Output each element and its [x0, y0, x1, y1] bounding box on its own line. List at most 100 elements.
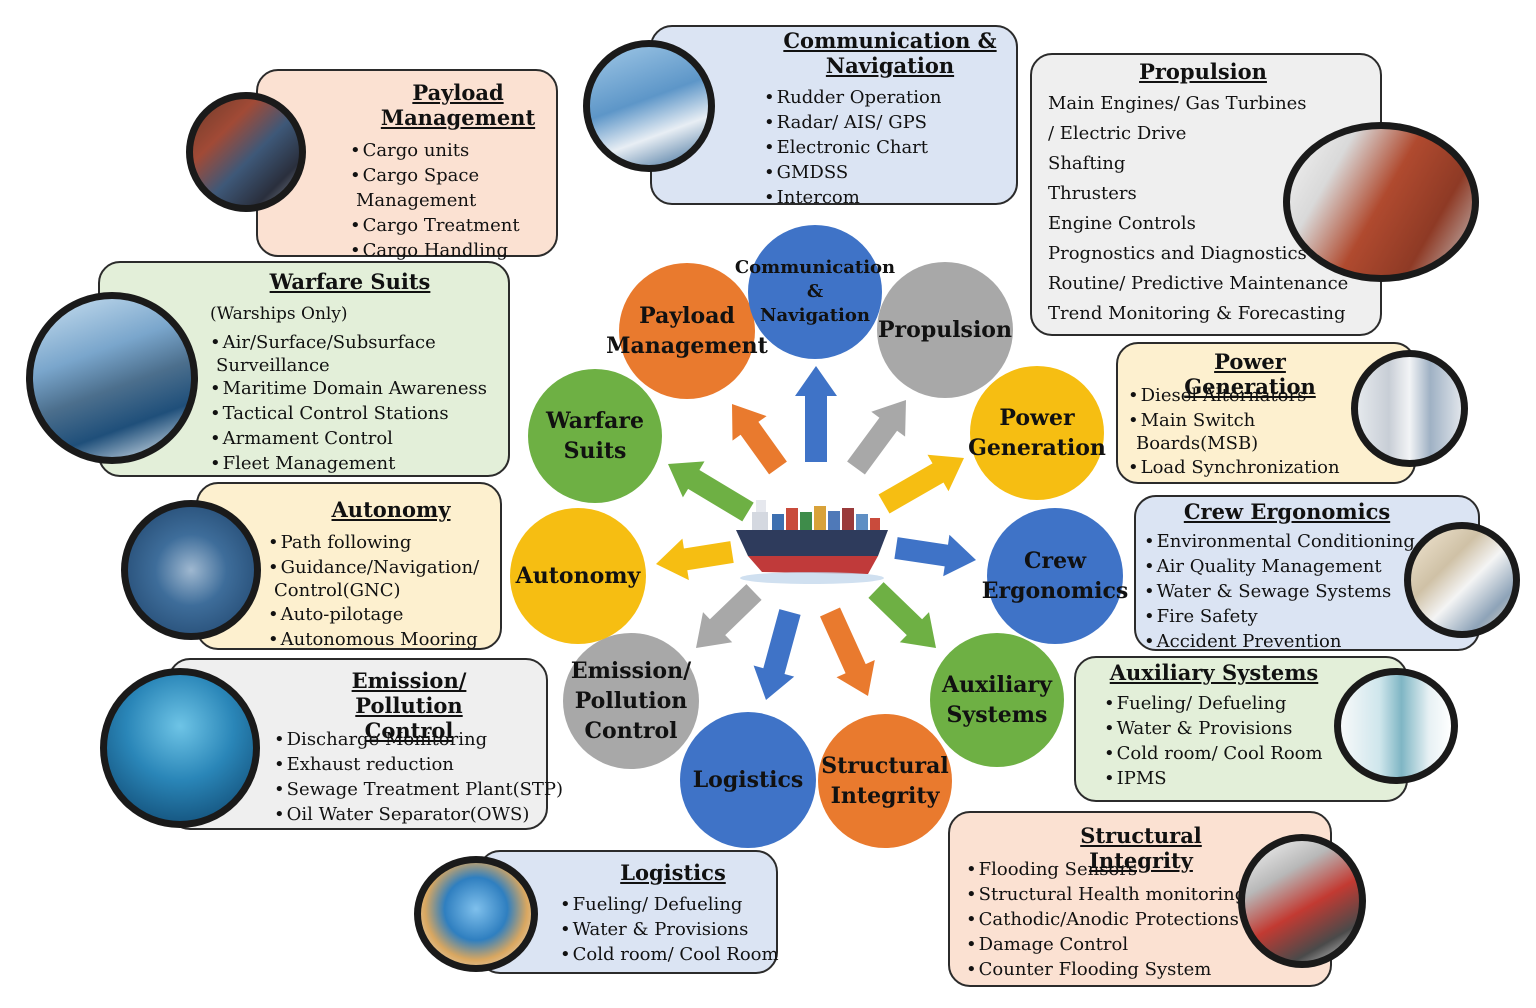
- list-item: IPMS: [1104, 766, 1323, 791]
- list-item: Oil Water Separator(OWS): [274, 802, 563, 827]
- list-item: Structural Health monitoring: [966, 882, 1247, 907]
- list-item: Trend Monitoring & Forecasting: [1048, 303, 1346, 324]
- list-item: Water & Provisions: [560, 917, 779, 942]
- list-item: Accident Prevention: [1144, 629, 1415, 654]
- arrow-payload: [732, 404, 787, 475]
- list-item: Engine Controls: [1048, 213, 1196, 234]
- box-title: Auxiliary Systems: [1109, 660, 1319, 685]
- arrow-power: [878, 454, 964, 514]
- list-item: Electronic Chart: [764, 135, 941, 160]
- box-list: Diesel Alternators Main Switch Boards(MS…: [1128, 383, 1340, 480]
- list-item: Radar/ AIS/ GPS: [764, 110, 941, 135]
- list-item: Cargo Treatment: [350, 213, 520, 238]
- list-item: Shafting: [1048, 153, 1126, 174]
- box-title: Logistics: [620, 860, 726, 885]
- circle-emission-pollution-control: Emission/ Pollution Control: [563, 633, 699, 769]
- list-item: Load Synchronization: [1128, 455, 1340, 480]
- switchboard-photo: [1351, 350, 1468, 467]
- circle-crew-ergonomics: Crew Ergonomics: [982, 508, 1128, 644]
- box-list: Flooding Sensors Structural Health monit…: [966, 857, 1247, 982]
- circle-structural-integrity: Structural Integrity: [818, 714, 952, 848]
- box-list: Path following Guidance/Navigation/ Cont…: [268, 530, 479, 652]
- arrow-crew: [894, 534, 976, 577]
- box-list: Cargo units Cargo Space Management Cargo…: [350, 138, 520, 263]
- list-item: Air/Surface/Subsurface: [210, 330, 487, 355]
- list-item: Maritime Domain Awareness: [210, 376, 487, 401]
- box-autonomy: Autonomy Path following Guidance/Navigat…: [196, 482, 502, 650]
- list-item: Fueling/ Defueling: [1104, 691, 1323, 716]
- list-item: Main Engines/ Gas Turbines: [1048, 93, 1307, 114]
- list-item: Counter Flooding System: [966, 957, 1246, 982]
- list-item: Rudder Operation: [764, 85, 942, 110]
- list-item: Intercom: [764, 185, 941, 210]
- circle-auxiliary-systems: Auxiliary Systems: [930, 633, 1064, 767]
- arrow-autonomy: [656, 538, 734, 581]
- ship-mast-photo: [583, 40, 715, 172]
- arrow-comm: [795, 366, 837, 462]
- box-title: Warfare Suits: [269, 269, 431, 294]
- crew-cabin-photo: [1404, 522, 1520, 638]
- arrow-logistics: [753, 609, 801, 700]
- autonomous-vessel-photo: [121, 500, 261, 640]
- list-item: Main Switch: [1128, 408, 1340, 433]
- circle-propulsion: Propulsion: [877, 262, 1013, 398]
- box-title: Autonomy: [331, 497, 451, 522]
- ship-icon: [736, 500, 888, 584]
- list-item: Flooding Sensors: [966, 857, 1246, 882]
- box-title: Propulsion: [1139, 59, 1267, 84]
- box-list: Main Engines/ Gas Turbines / Electric Dr…: [1048, 89, 1348, 329]
- list-item: Environmental Conditioning: [1144, 529, 1415, 554]
- warship-photo: [26, 292, 198, 464]
- list-item: Routine/ Predictive Maintenance: [1048, 273, 1349, 294]
- circle-power-generation: Power Generation: [968, 366, 1106, 500]
- box-payload-management: Payload Management Cargo units Cargo Spa…: [256, 69, 558, 261]
- marine-engine-photo: [1283, 122, 1479, 282]
- box-crew-ergonomics: Crew Ergonomics Environmental Conditioni…: [1134, 495, 1480, 654]
- list-item: Damage Control: [966, 932, 1246, 957]
- list-item: Fueling/ Defueling: [560, 892, 779, 917]
- arrow-emission: [696, 584, 762, 648]
- sea-turtle-photo: [100, 668, 260, 828]
- list-item: Control(GNC): [274, 580, 401, 601]
- circle-payload-management: Payload Management: [606, 263, 768, 399]
- circle-autonomy: Autonomy: [510, 508, 646, 644]
- circle-warfare-suits: Warfare Suits: [528, 369, 662, 503]
- arrow-warfare: [668, 461, 754, 522]
- globe-boxes-photo: [414, 856, 538, 972]
- list-item: Exhaust reduction: [274, 752, 563, 777]
- list-item: Sewage Treatment Plant(STP): [274, 777, 563, 802]
- circle-communication-navigation: Communication & Navigation: [735, 225, 895, 359]
- list-item: / Electric Drive: [1048, 123, 1187, 144]
- list-item: Cargo units: [350, 138, 520, 163]
- box-list: Environmental Conditioning Air Quality M…: [1144, 529, 1415, 654]
- list-item: Cargo Handling: [350, 238, 520, 263]
- list-item: Thrusters: [1048, 183, 1137, 204]
- list-item: Tactical Control Stations: [210, 401, 487, 426]
- list-item: Prognostics and Diagnostics: [1048, 243, 1307, 264]
- list-item: Surveillance: [216, 355, 330, 376]
- hull-section-photo: [1238, 834, 1366, 968]
- list-item: Cold room/ Cool Room: [1104, 741, 1323, 766]
- list-item: Armament Control: [210, 426, 487, 451]
- list-item: Fleet Management: [210, 451, 487, 476]
- list-item: Boards(MSB): [1136, 433, 1259, 454]
- box-list: Fueling/ Defueling Water & Provisions Co…: [1104, 691, 1323, 791]
- list-item: Water & Provisions: [1104, 716, 1323, 741]
- box-title: Payload Management: [380, 80, 536, 130]
- box-list: (Warships Only) Air/Surface/Subsurface S…: [210, 302, 487, 476]
- list-item: Diesel Alternators: [1128, 383, 1340, 408]
- list-item: Water & Sewage Systems: [1144, 579, 1415, 604]
- box-list: Discharge Monitoring Exhaust reduction S…: [274, 727, 563, 827]
- arrow-structural: [820, 607, 875, 696]
- list-item: Management: [356, 190, 477, 211]
- list-item: Discharge Monitoring: [274, 727, 563, 752]
- list-item: Cargo Space: [350, 163, 520, 188]
- list-item: Cathodic/Anodic Protections: [966, 907, 1246, 932]
- list-item: Guidance/Navigation/: [268, 555, 480, 580]
- list-item: Cold room/ Cool Room: [560, 942, 779, 967]
- cargo-containers-photo: [186, 92, 306, 212]
- list-item: Air Quality Management: [1144, 554, 1415, 579]
- list-item: GMDSS: [764, 160, 941, 185]
- arrow-propulsion: [847, 400, 906, 475]
